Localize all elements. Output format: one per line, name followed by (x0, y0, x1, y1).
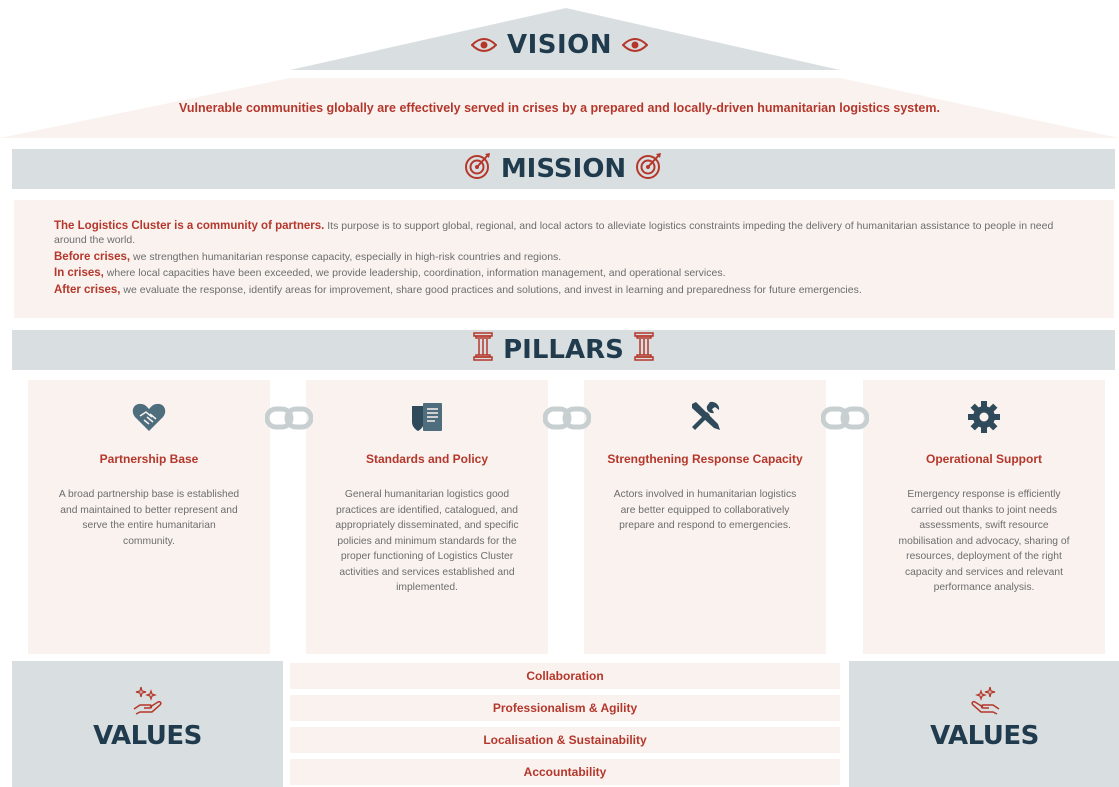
pillar-title: Operational Support (925, 452, 1042, 466)
value-item: Collaboration (290, 663, 840, 689)
pillar-card: Partnership Base A broad partnership bas… (28, 380, 270, 654)
tools-icon (584, 400, 826, 434)
eye-icon (621, 30, 649, 60)
pillar-title: Strengthening Response Capacity (607, 452, 803, 466)
mission-body: Its purpose is to support global, region… (54, 220, 1054, 246)
values-label: VALUES (930, 721, 1039, 751)
mission-bar: MISSION (12, 149, 1115, 189)
values-panel-right: VALUES (849, 661, 1119, 787)
value-item: Localisation & Sustainability (290, 727, 840, 753)
mission-box (14, 200, 1114, 318)
column-icon (634, 331, 654, 369)
mission-body: we strengthen humanitarian response capa… (130, 250, 562, 263)
target-icon (464, 152, 491, 187)
target-icon (636, 152, 662, 187)
pillars-bar: PILLARS (12, 330, 1115, 370)
mission-lead: The Logistics Cluster is a community of … (54, 220, 325, 232)
chain-link-icon (265, 406, 313, 430)
column-icon (473, 331, 493, 369)
pillars-title: PILLARS (503, 335, 624, 365)
hand-sparkle-icon (849, 683, 1119, 717)
vision-title: VISION (506, 30, 613, 60)
values-panel-left: VALUES (12, 661, 283, 787)
pillar-card: Standards and Policy General humanitaria… (306, 380, 548, 654)
mission-lead: In crises, (54, 267, 104, 279)
mission-body: where local capacities have been exceede… (103, 267, 726, 279)
mission-body: we evaluate the response, identify areas… (120, 283, 862, 296)
mission-lead: Before crises, (54, 250, 131, 263)
values-label: VALUES (93, 721, 202, 751)
vision-statement: Vulnerable communities globally are effe… (179, 101, 940, 115)
mission-paragraph: In crises, where local capacities have b… (54, 266, 1084, 280)
pillar-title: Partnership Base (99, 452, 199, 466)
handshake-heart-icon (28, 400, 270, 434)
vision-roof (0, 8, 1119, 138)
mission-text: The Logistics Cluster is a community of … (54, 219, 1084, 299)
pillar-card: Strengthening Response Capacity Actors i… (584, 380, 826, 654)
mission-lead: After crises, (54, 283, 121, 296)
pillar-description: General humanitarian logistics good prac… (335, 489, 519, 593)
chain-link-icon (543, 406, 591, 430)
chain-link-icon (821, 406, 869, 430)
mission-paragraph: The Logistics Cluster is a community of … (54, 219, 1084, 247)
vision-heading: VISION (0, 30, 1119, 60)
hand-sparkle-icon (12, 683, 283, 717)
pillar-description: A broad partnership base is established … (58, 489, 240, 547)
mission-title: MISSION (500, 154, 627, 184)
value-item: Professionalism & Agility (290, 695, 840, 721)
pillar-description: Emergency response is efficiently carrie… (898, 489, 1070, 593)
mission-paragraph: After crises, we evaluate the response, … (54, 283, 1084, 297)
pillar-title: Standards and Policy (365, 452, 489, 466)
mission-paragraph: Before crises, we strengthen humanitaria… (54, 250, 1084, 264)
pillar-card: Operational Support Emergency response i… (863, 380, 1105, 654)
value-item: Accountability (290, 759, 840, 785)
pillar-description: Actors involved in humanitarian logistic… (613, 489, 797, 531)
policy-document-icon (306, 400, 548, 434)
gear-icon (863, 400, 1105, 434)
eye-icon (470, 30, 498, 60)
